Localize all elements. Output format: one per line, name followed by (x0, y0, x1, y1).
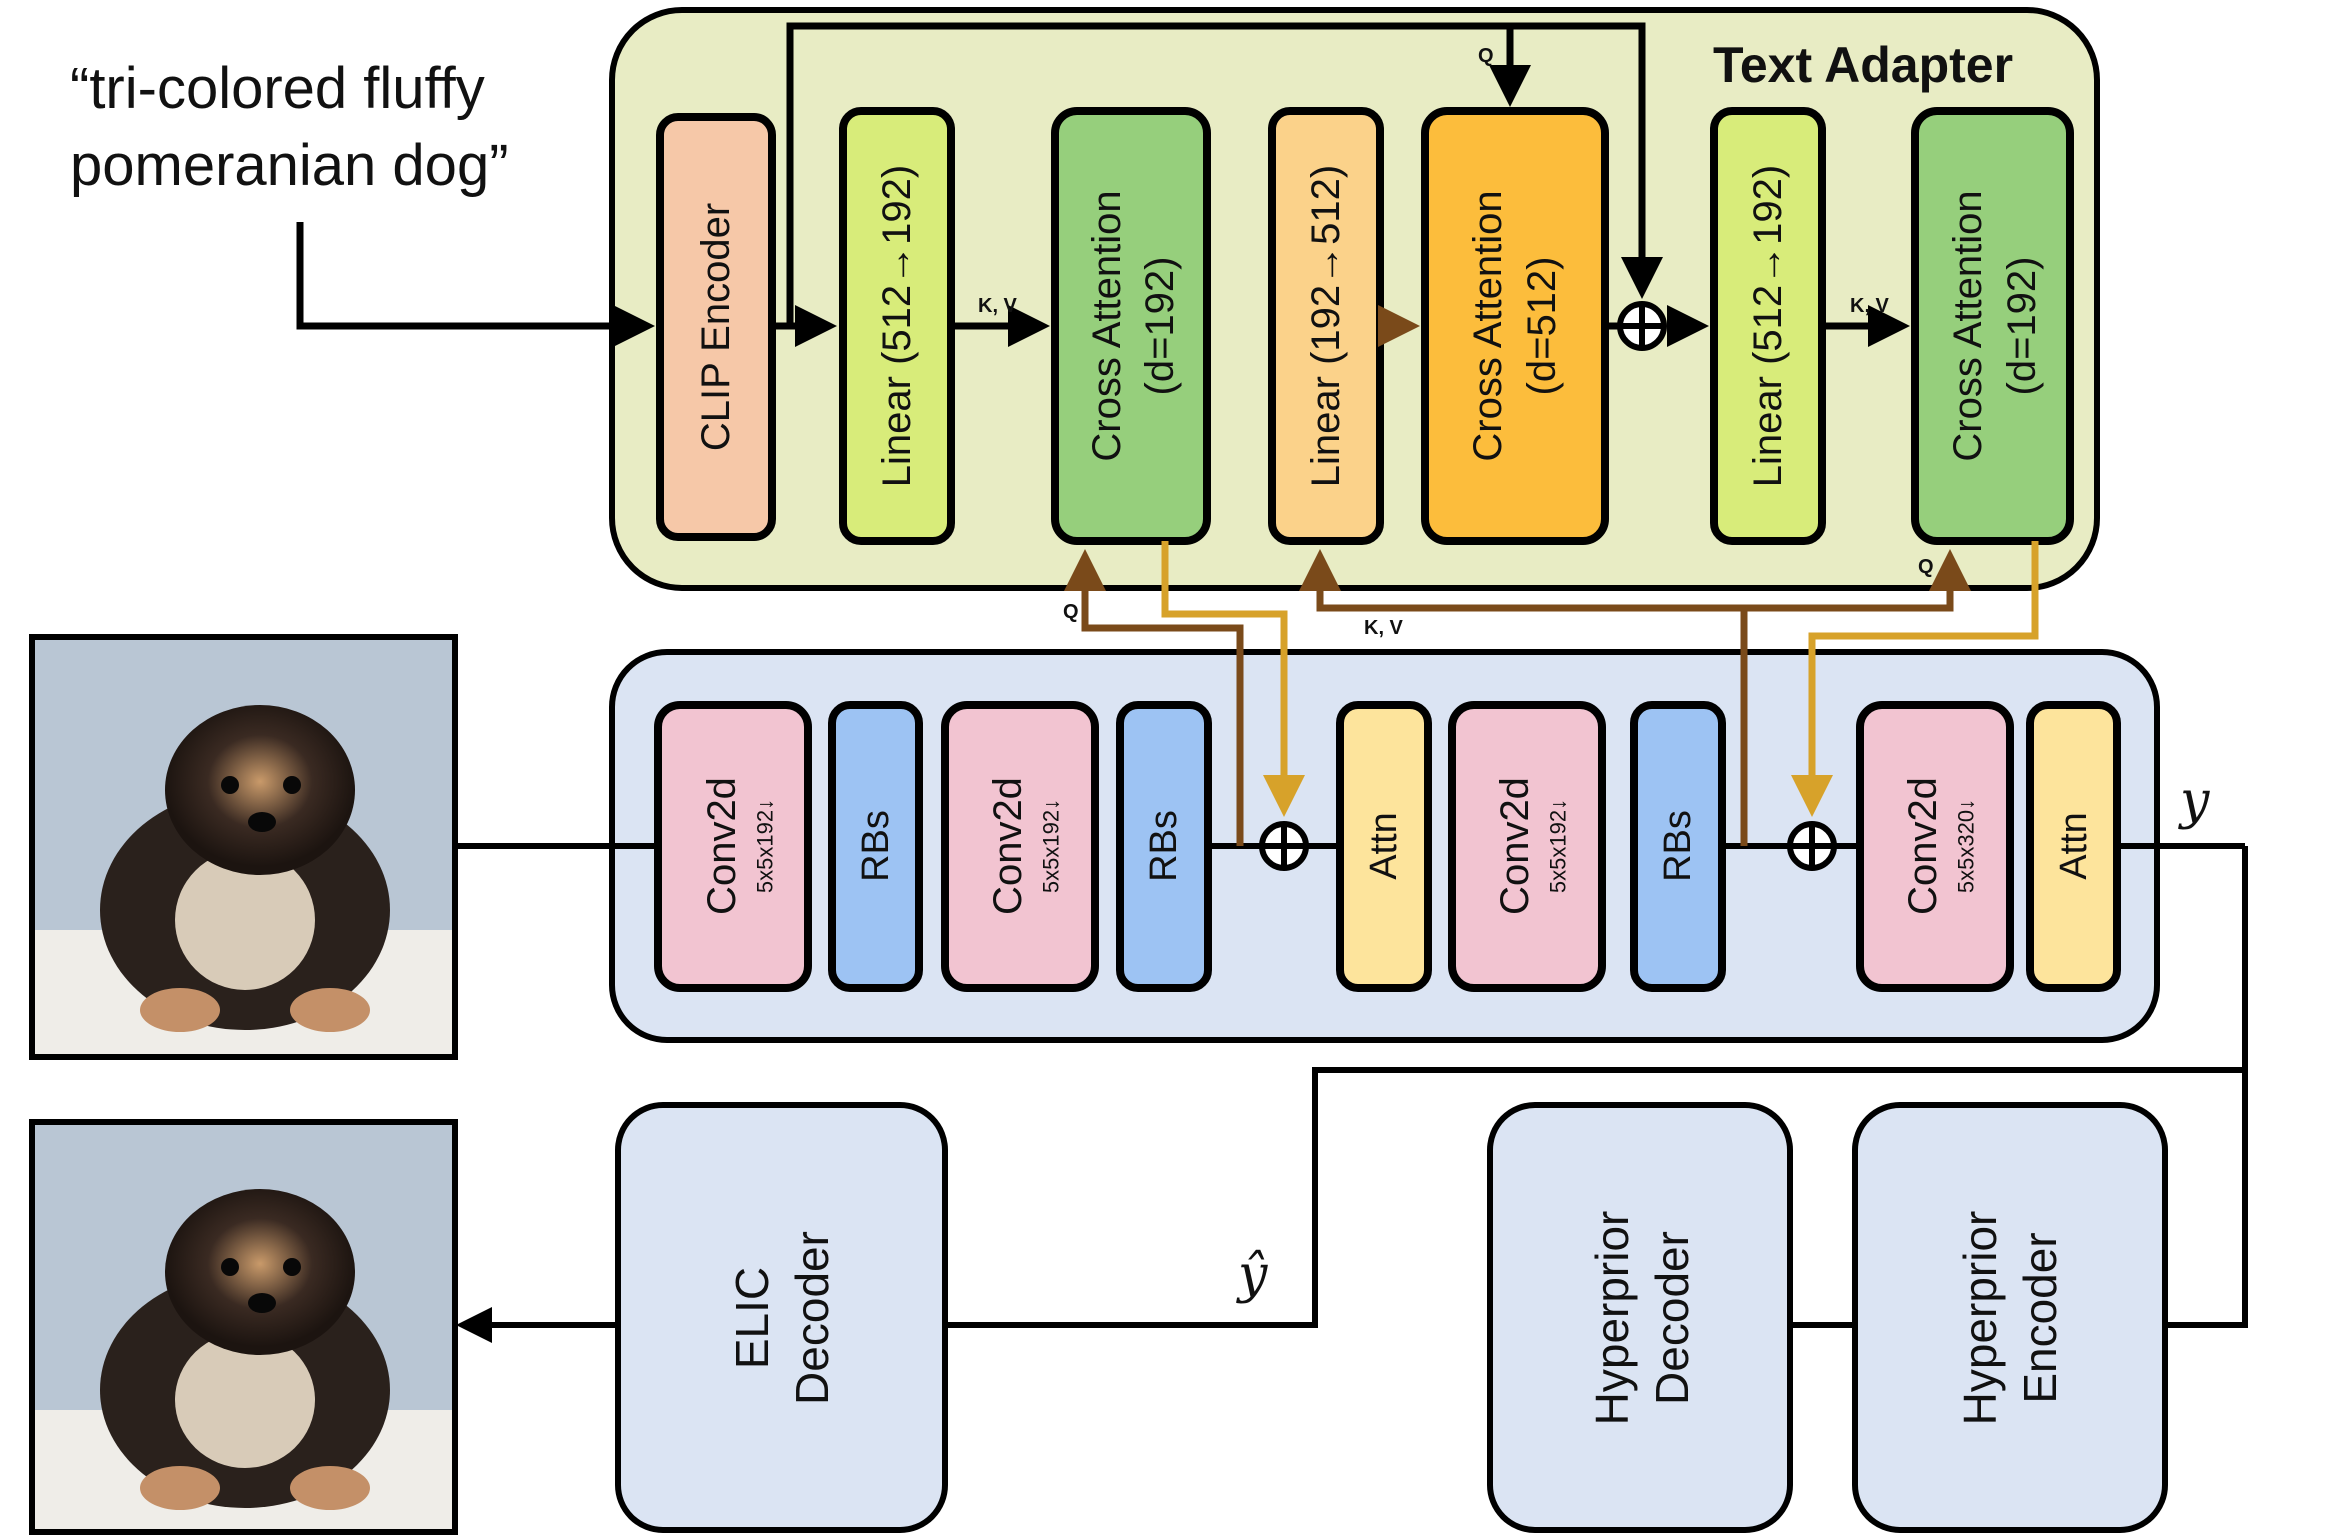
conv2d-block-1: Conv2d 5x5x192↓ (654, 701, 812, 992)
text-adapter-title: Text Adapter (1713, 37, 2013, 93)
cross-attention-2-dim: (d=512) (1520, 257, 1564, 396)
rbs-block-3: RBs (1630, 701, 1726, 992)
attn-block-2: Attn (2026, 701, 2121, 992)
conv2d-2-sub: 5x5x192↓ (1039, 799, 1064, 893)
encoder-add-node-2 (1787, 821, 1837, 871)
latent-y-symbol: y (2178, 771, 2210, 831)
adapter-add-node (1617, 301, 1667, 351)
attn-block-1: Attn (1336, 701, 1432, 992)
conv2d-block-4: Conv2d 5x5x320↓ (1856, 701, 2014, 992)
ca1-to-add1-arrow (1161, 541, 1305, 817)
elic-decoder-block: ELIC Decoder (615, 1102, 948, 1533)
kv-label-2: K, V (1364, 617, 1404, 639)
input-dog-image (29, 634, 458, 1060)
rbs-block-2: RBs (1116, 701, 1212, 992)
hyperprior-encoder-label-2: Encoder (2014, 1232, 2066, 1403)
conv2d-block-2: Conv2d 5x5x192↓ (941, 701, 1099, 992)
linear-2-label: Linear (192→512) (1304, 165, 1348, 487)
conv2d-2-label: Conv2d (986, 777, 1030, 915)
kv-label-3: K, V (1850, 295, 1890, 317)
rbs-2-label: RBs (1143, 810, 1185, 882)
conv2d-4-sub: 5x5x320↓ (1954, 799, 1979, 893)
hyperprior-decoder-block: Hyperprior Decoder (1487, 1102, 1793, 1533)
prompt-line-2: pomeranian dog” (70, 133, 509, 198)
ca3-to-add2-arrow (1791, 541, 2039, 817)
linear-1-block: Linear (512→192) (839, 107, 955, 545)
prompt-to-clip-arrow (296, 222, 655, 347)
conv2d-4-label: Conv2d (1901, 777, 1945, 915)
cross-attention-2-label: Cross Attention (1466, 190, 1510, 461)
linear-3-block: Linear (512→192) (1710, 107, 1826, 545)
hyperprior-encoder-block: Hyperprior Encoder (1852, 1102, 2168, 1533)
linear-2-block: Linear (192→512) (1268, 107, 1384, 545)
cross-attention-3-label: Cross Attention (1946, 190, 1990, 461)
elic-decoder-label-1: ELIC (726, 1267, 778, 1369)
cross-attention-3-dim: (d=192) (2000, 257, 2044, 396)
kv-to-linear2-arrow (1299, 549, 1748, 846)
latent-yhat-symbol: ŷ (1236, 1245, 1268, 1305)
q-label-top: Q (1478, 45, 1494, 67)
output-dog-image (29, 1119, 458, 1535)
hyperprior-decoder-label-2: Decoder (1646, 1231, 1698, 1405)
q-to-ca1-arrow (1064, 549, 1244, 846)
clip-encoder-label: CLIP Encoder (694, 203, 738, 451)
cross-attention-1-label: Cross Attention (1085, 190, 1129, 461)
cross-attention-2-block: Cross Attention (d=512) (1421, 107, 1609, 545)
conv2d-3-sub: 5x5x192↓ (1546, 799, 1571, 893)
elic-decoder-label-2: Decoder (786, 1231, 838, 1405)
clip-encoder-block: CLIP Encoder (656, 113, 776, 541)
q-label-ca1: Q (1063, 601, 1079, 623)
cross-attention-1-dim: (d=192) (1138, 257, 1182, 396)
kv-label-1: K, V (978, 295, 1018, 317)
prompt-line-1: “tri-colored fluffy (70, 56, 485, 121)
conv2d-3-label: Conv2d (1493, 777, 1537, 915)
conv2d-block-3: Conv2d 5x5x192↓ (1448, 701, 1606, 992)
hyperprior-encoder-label-1: Hyperprior (1954, 1211, 2006, 1426)
adapter-output-arrows (1161, 541, 2039, 817)
attn-2-label: Attn (2053, 812, 2095, 880)
q-to-ca3-arrow (1744, 549, 1971, 612)
conv2d-1-sub: 5x5x192↓ (753, 799, 778, 893)
rbs-1-label: RBs (855, 810, 897, 882)
query-arrows (1064, 549, 1971, 846)
encoder-main-path (455, 843, 2248, 1328)
adapter-arrows (296, 22, 1910, 347)
encoder-add-node-1 (1259, 821, 1309, 871)
q-label-ca3: Q (1918, 556, 1934, 578)
skip-to-add-arrow (786, 22, 1663, 326)
rbs-3-label: RBs (1657, 810, 1699, 882)
cross-attention-3-block: Cross Attention (d=192) (1911, 107, 2074, 545)
attn-1-label: Attn (1363, 812, 1405, 880)
linear-3-label: Linear (512→192) (1746, 165, 1790, 487)
linear-1-label: Linear (512→192) (875, 165, 919, 487)
hyperprior-decoder-label-1: Hyperprior (1586, 1211, 1638, 1426)
cross-attention-1-block: Cross Attention (d=192) (1051, 107, 1211, 545)
conv2d-1-label: Conv2d (700, 777, 744, 915)
rbs-block-1: RBs (828, 701, 923, 992)
